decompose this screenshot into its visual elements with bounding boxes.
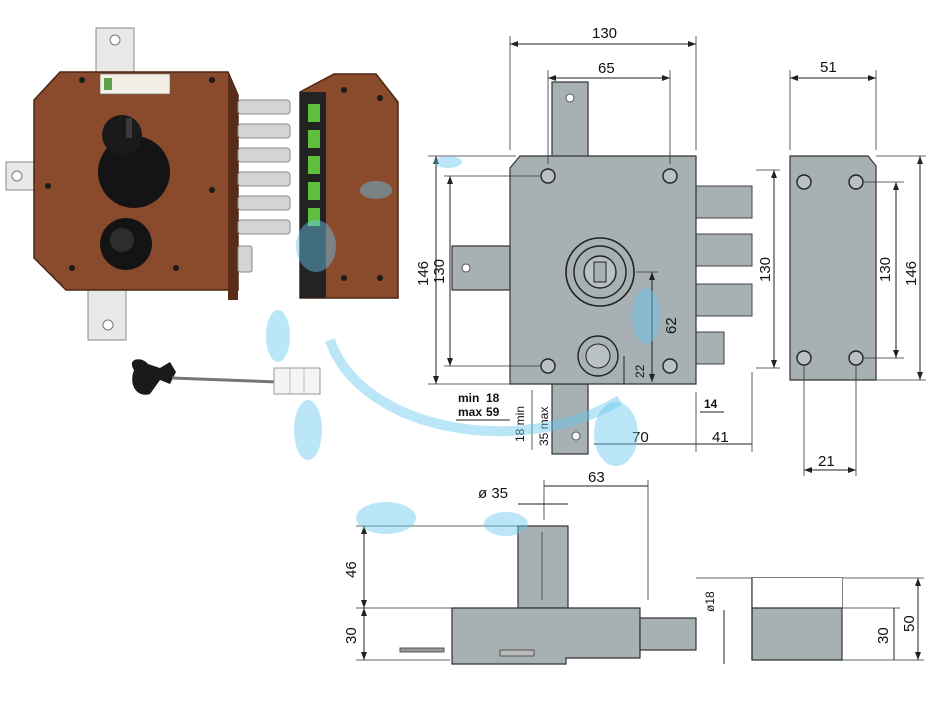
watermark-logo bbox=[266, 156, 660, 536]
min-value: 18 bbox=[486, 391, 500, 405]
dim-height-130-right: 130 bbox=[757, 257, 774, 282]
dim-height-146: 146 bbox=[415, 261, 432, 286]
dim-depth-51: 51 bbox=[820, 59, 837, 76]
max-value: 59 bbox=[486, 405, 500, 419]
dim-bolt-span-70: 70 bbox=[632, 429, 649, 446]
key-icon bbox=[131, 359, 321, 395]
max-label: max bbox=[458, 405, 482, 419]
min-label: min bbox=[458, 391, 479, 405]
section-view: ø 35 46 30 ø18 30 50 bbox=[343, 480, 924, 665]
dim-bolt-14: 14 bbox=[704, 397, 718, 411]
dim-hole-spacing-65: 65 bbox=[598, 60, 615, 77]
dim-bolt-diameter-18: ø18 bbox=[703, 591, 717, 612]
dim-height-46: 46 bbox=[343, 561, 360, 578]
dim-bottom-21: 21 bbox=[818, 453, 835, 470]
dim-height-130-left: 130 bbox=[431, 259, 448, 284]
dim-diameter-35: ø 35 bbox=[478, 485, 508, 502]
dim-key-63: 63 bbox=[588, 469, 605, 486]
side-view: 51 130 146 21 bbox=[789, 59, 926, 476]
dim-keeper-50: 50 bbox=[901, 615, 918, 632]
dim-lower-22: 22 bbox=[633, 364, 647, 378]
lock-photo bbox=[5, 27, 399, 395]
backset-min: 18 min bbox=[513, 406, 527, 442]
backset-max: 35 max bbox=[537, 407, 551, 446]
dim-side-130: 130 bbox=[877, 257, 894, 282]
dim-throw-41: 41 bbox=[712, 429, 729, 446]
dim-height-30: 30 bbox=[343, 627, 360, 644]
dim-side-146: 146 bbox=[903, 261, 920, 286]
dim-cylinder-62: 62 bbox=[663, 317, 680, 334]
dim-width-130: 130 bbox=[592, 25, 617, 42]
front-view: 130 65 146 130 130 62 22 min 18 bbox=[415, 25, 780, 487]
dim-keeper-30: 30 bbox=[875, 627, 892, 644]
